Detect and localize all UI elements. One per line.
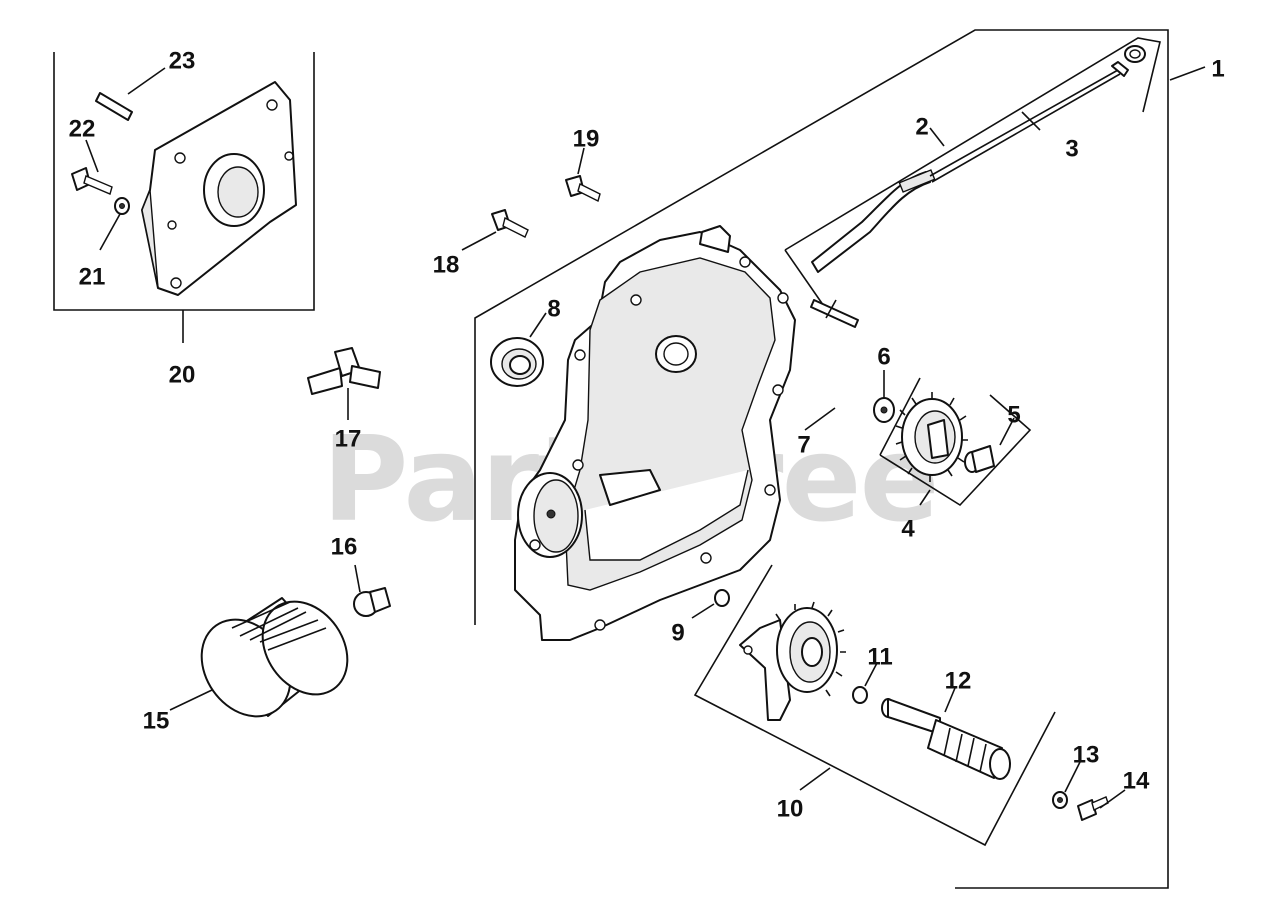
pickup-screen-part: [881, 698, 1011, 780]
callout-16: 16: [331, 533, 358, 560]
callout-20: 20: [169, 361, 196, 388]
screw-part-14: [1077, 796, 1109, 821]
o-ring-part-11: [852, 686, 868, 704]
callout-8: 8: [547, 295, 560, 322]
screw-part-22: [71, 167, 113, 195]
callout-13: 13: [1073, 741, 1100, 768]
oil-filter-part: [200, 597, 349, 718]
crankcase-cover-part: [514, 225, 796, 641]
washer-part-6: [873, 397, 895, 423]
callout-14: 14: [1123, 767, 1150, 794]
callout-12: 12: [945, 667, 972, 694]
callout-1: 1: [1211, 55, 1224, 82]
governor-gear-part: [895, 392, 968, 482]
gear-subassembly-box: [879, 377, 1032, 507]
callout-4: 4: [901, 515, 915, 542]
bolt-part-18: [491, 209, 529, 238]
callout-9: 9: [671, 619, 684, 646]
washer-part-21: [114, 197, 130, 215]
callout-19: 19: [573, 125, 600, 152]
oil-pump-subassembly-box: [693, 564, 1056, 847]
callout-3: 3: [1065, 135, 1078, 162]
callout-17: 17: [335, 425, 362, 452]
dipstick-tube-part: [811, 45, 1146, 273]
callout-7: 7: [797, 431, 810, 458]
oil-pump-part: [739, 601, 846, 721]
callout-2: 2: [915, 113, 928, 140]
dowel-pin-part: [95, 92, 133, 121]
callout-23: 23: [169, 47, 196, 74]
callout-6: 6: [877, 343, 890, 370]
mounting-plate-part: [141, 81, 297, 296]
drain-plug-part: [353, 587, 391, 617]
elbow-fitting-part: [307, 347, 381, 395]
shoulder-bolt-part: [964, 445, 995, 473]
o-ring-part-9: [714, 589, 730, 607]
oil-seal-part: [490, 337, 544, 387]
callout-22: 22: [69, 115, 96, 142]
callout-18: 18: [433, 251, 460, 278]
assembly-outline-1: [474, 29, 1169, 889]
callout-21: 21: [79, 263, 106, 290]
bolt-part-19: [565, 175, 601, 203]
dipstick-bracket: [784, 37, 1161, 313]
callout-5: 5: [1007, 401, 1020, 428]
callout-11: 11: [867, 643, 892, 670]
leader-lines: [85, 66, 1206, 809]
pin-part: [810, 299, 859, 328]
assembly-box-20: [53, 52, 315, 343]
callout-10: 10: [777, 795, 804, 822]
callout-15: 15: [143, 707, 170, 734]
washer-part-13: [1052, 791, 1068, 809]
